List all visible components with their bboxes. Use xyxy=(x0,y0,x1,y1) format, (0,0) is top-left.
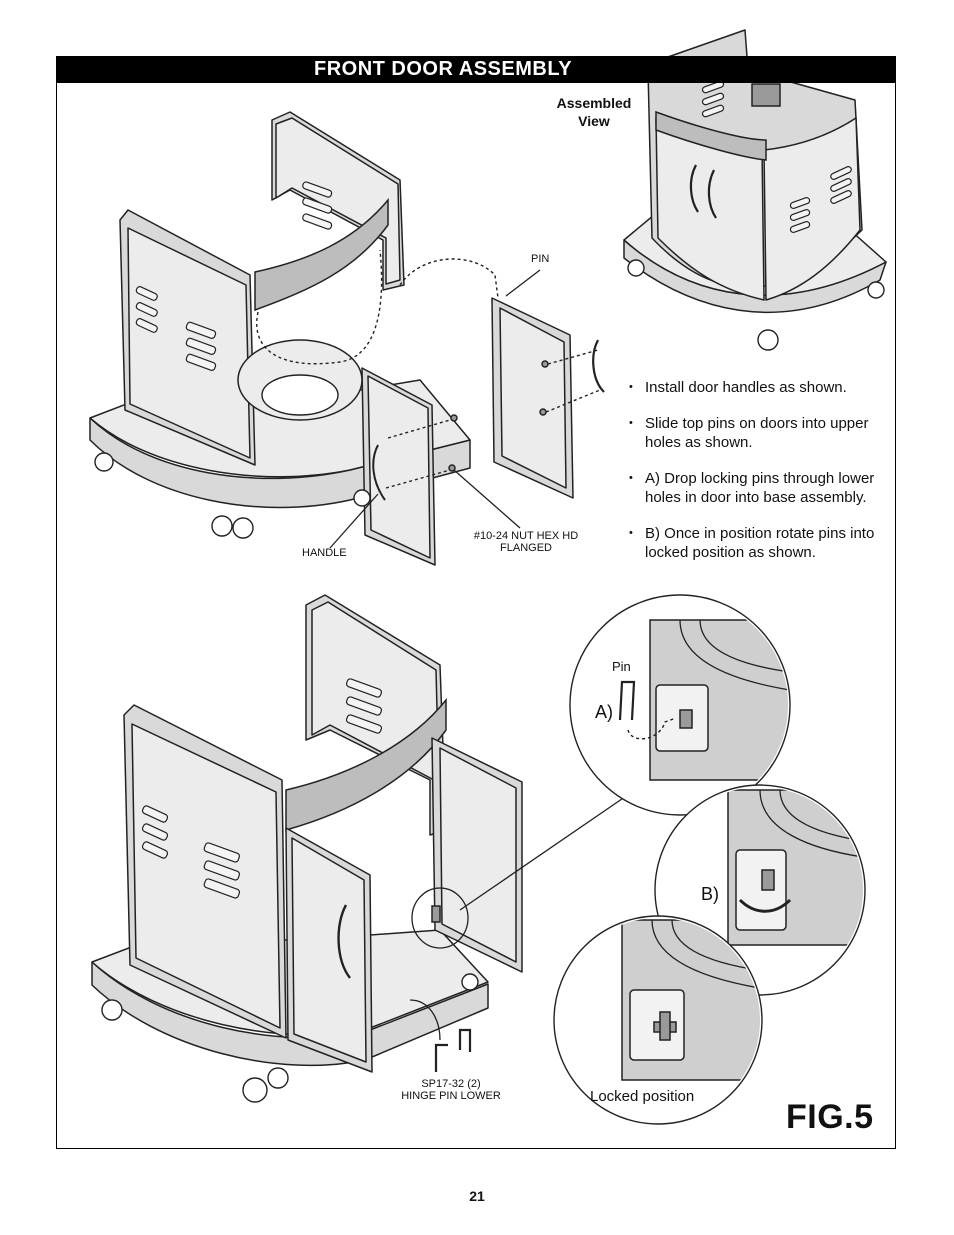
detail-pin-label: Pin xyxy=(612,659,631,674)
instruction-item: Install door handles as shown. xyxy=(628,378,890,397)
nut-label-line1: #10-24 NUT HEX HD xyxy=(473,530,579,542)
page-number: 21 xyxy=(469,1188,485,1204)
detail-a-label: A) xyxy=(595,702,613,722)
detail-circle-locked xyxy=(553,915,763,1125)
nut-label-line2: FLANGED xyxy=(500,542,552,554)
page-frame: FRONT DOOR ASSEMBLY xyxy=(56,56,896,1149)
assembled-cart-view xyxy=(623,29,887,351)
assembled-view-line2: View xyxy=(578,113,610,129)
assembled-view-line1: Assembled xyxy=(556,95,632,111)
exploded-cart-view xyxy=(89,111,605,566)
title-bar: FRONT DOOR ASSEMBLY xyxy=(57,57,895,83)
hinge-pin-label-line2: HINGE PIN LOWER xyxy=(401,1090,501,1102)
pin-label: PIN xyxy=(531,253,550,265)
instruction-item: B) Once in position rotate pins into loc… xyxy=(628,524,890,562)
hinge-pin-label-line1: SP17-32 (2) xyxy=(421,1078,481,1090)
instruction-item: A) Drop locking pins through lower holes… xyxy=(628,469,890,507)
detail-b-label: B) xyxy=(701,884,719,904)
hinge-pin-label: SP17-32 (2) HINGE PIN LOWER xyxy=(396,1078,506,1102)
open-doors-cart-view xyxy=(91,594,636,1103)
detail-circle-a xyxy=(569,594,791,816)
assembled-view-label: Assembled View xyxy=(548,94,640,130)
nut-label: #10-24 NUT HEX HD FLANGED xyxy=(466,530,586,554)
instruction-list: Install door handles as shown. Slide top… xyxy=(628,378,890,579)
page-title: FRONT DOOR ASSEMBLY xyxy=(314,58,573,80)
handle-label: HANDLE xyxy=(302,547,347,559)
figure-label: FIG.5 xyxy=(786,1098,874,1136)
instruction-item: Slide top pins on doors into upper holes… xyxy=(628,414,890,452)
locked-position-label: Locked position xyxy=(590,1088,695,1105)
